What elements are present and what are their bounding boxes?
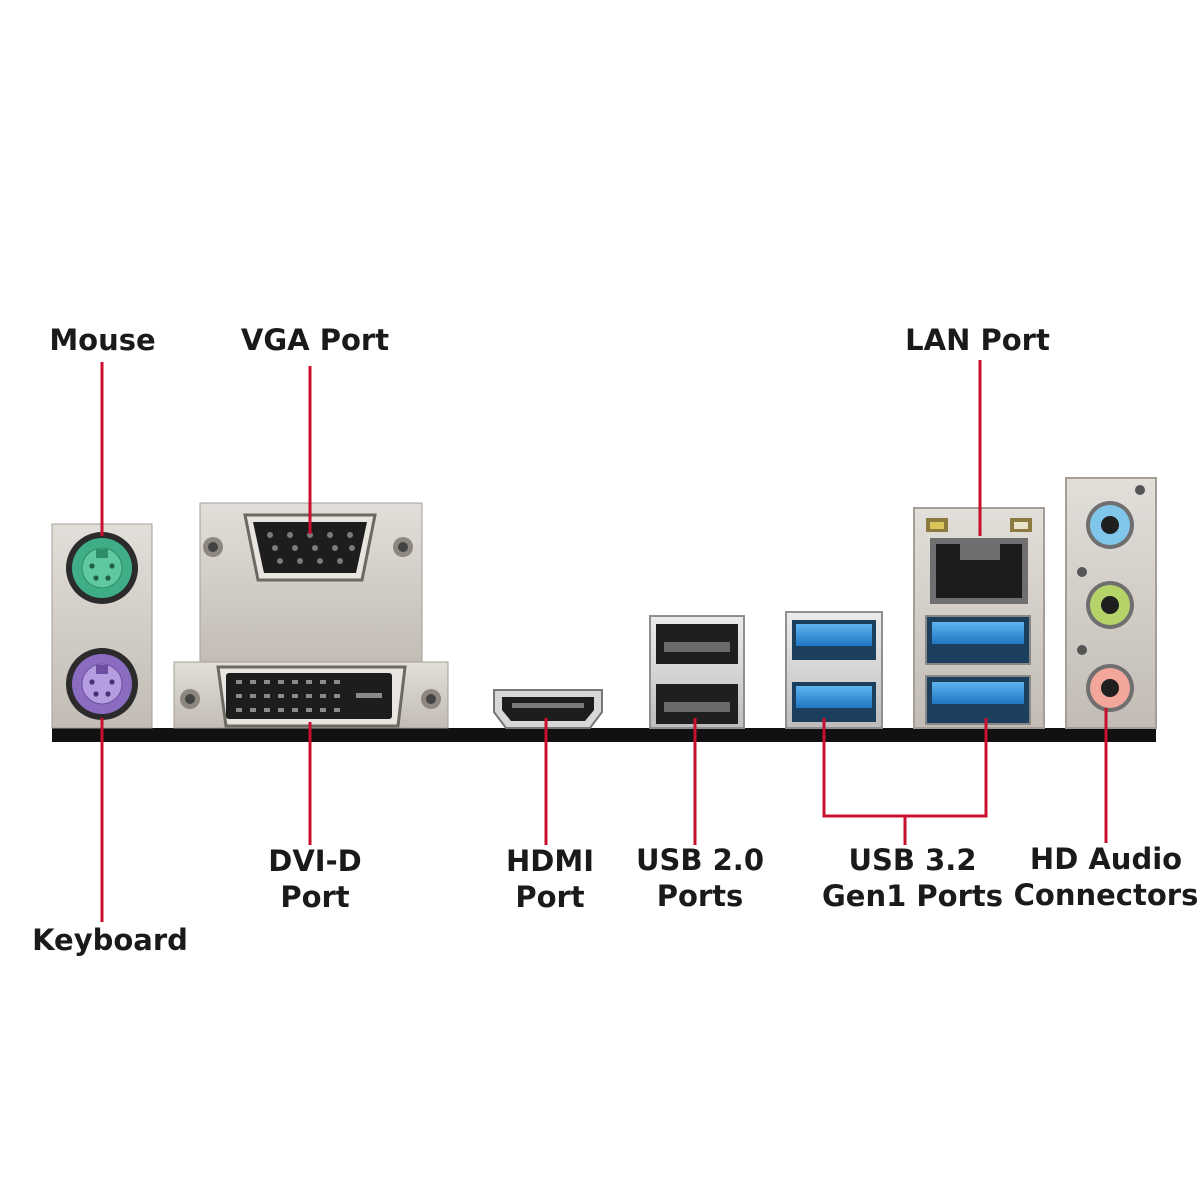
leader-lines (100, 360, 1108, 922)
label-usb-3-2-gen1-ports: USB 3.2 Gen1 Ports (822, 843, 1003, 913)
label-mouse: Mouse (49, 323, 156, 357)
hdmi-port (493, 689, 603, 729)
lan-port (926, 518, 1032, 604)
vga-port (203, 513, 413, 582)
baseboard (52, 728, 1156, 742)
ps2-keyboard-port (66, 648, 138, 720)
label-hd-audio-connectors: HD Audio Connectors (1013, 842, 1199, 912)
usb-3-2-ports-left (785, 611, 883, 729)
usb-2-0-ports (649, 615, 745, 729)
hd-audio-connectors (1065, 477, 1157, 729)
ps2-ports (51, 523, 153, 729)
label-hdmi-port: HDMI Port (506, 844, 594, 914)
label-keyboard: Keyboard (32, 923, 188, 957)
label-vga-port: VGA Port (240, 323, 390, 357)
dvi-d-port (180, 665, 441, 728)
audio-line-out-jack (1086, 581, 1134, 629)
label-lan-port: LAN Port (905, 323, 1050, 357)
usb-3-2-ports-right (925, 615, 1031, 725)
label-usb-2-0-ports: USB 2.0 Ports (635, 843, 764, 913)
lan-usb-block (913, 507, 1045, 729)
audio-line-in-jack (1086, 501, 1134, 549)
ps2-mouse-port (66, 532, 138, 604)
label-dvi-d-port: DVI-D Port (268, 844, 362, 914)
audio-mic-jack (1086, 664, 1134, 712)
vga-dvi-bracket (173, 502, 449, 729)
